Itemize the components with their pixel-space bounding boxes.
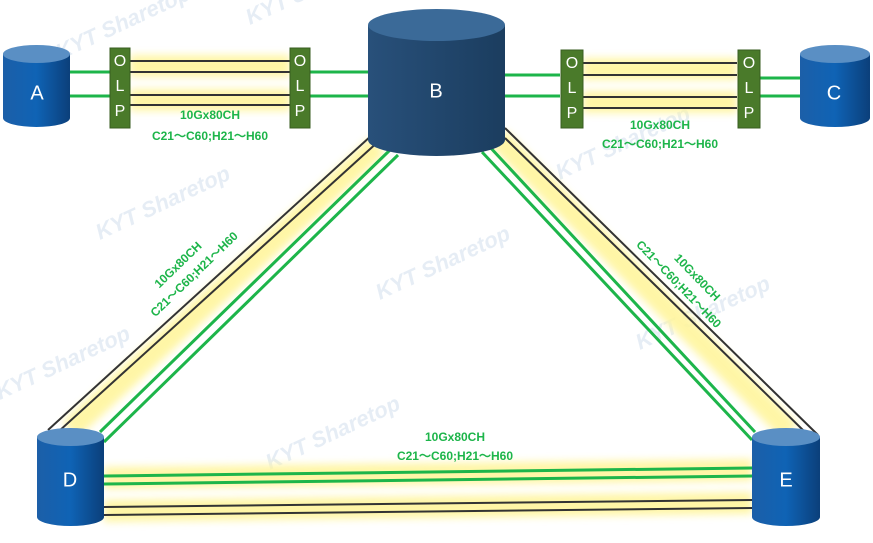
- watermark: KYT Sharetop: [242, 0, 384, 30]
- watermark: KYT Sharetop: [372, 220, 514, 304]
- watermark: KYT Sharetop: [92, 160, 234, 244]
- label-a-b: 10Gx80CH C21～C60;H21～H60: [152, 108, 268, 143]
- node-b: B: [368, 9, 505, 156]
- olp-b-side-left: O L P: [289, 47, 311, 129]
- trunk-fibers: [47, 60, 819, 516]
- node-e: E: [752, 428, 820, 526]
- olp-letter: O: [566, 55, 578, 72]
- node-label: D: [63, 469, 77, 491]
- olp-letter: O: [294, 53, 306, 70]
- link-channels-label: C21～C60;H21～H60: [152, 129, 268, 143]
- olp-letter: O: [114, 53, 126, 70]
- node-label: B: [429, 80, 442, 102]
- node-label: E: [779, 469, 792, 491]
- link-channels-label: C21～C60;H21～H60: [602, 137, 718, 151]
- link-rate-label: 10Gx80CH: [630, 118, 690, 132]
- olp-letter: L: [745, 80, 754, 97]
- olp-letter: P: [567, 105, 578, 122]
- olp-letter: P: [295, 103, 306, 120]
- link-channels-label: C21～C60;H21～H60: [397, 449, 513, 463]
- olp-a-side: O L P: [109, 47, 131, 129]
- olp-letter: P: [115, 103, 126, 120]
- node-label: A: [30, 82, 44, 104]
- olp-letter: P: [744, 105, 755, 122]
- olp-b-side-right: O L P: [560, 49, 584, 129]
- node-a: A: [3, 45, 70, 127]
- link-rate-label: 10Gx80CH: [180, 108, 240, 122]
- olp-letter: L: [296, 78, 305, 95]
- label-b-c: 10Gx80CH C21～C60;H21～H60: [602, 118, 718, 151]
- link-rate-label: 10Gx80CH: [425, 430, 485, 444]
- olp-letter: L: [568, 80, 577, 97]
- olp-letter: O: [743, 55, 755, 72]
- label-d-e: 10Gx80CH C21～C60;H21～H60: [397, 430, 513, 463]
- olp-c-side: O L P: [737, 49, 761, 129]
- fiber-glow: [62, 55, 798, 522]
- olp-letter: L: [116, 78, 125, 95]
- node-label: C: [827, 82, 841, 104]
- node-d: D: [37, 428, 104, 526]
- node-c: C: [800, 45, 870, 127]
- access-fibers: [70, 70, 800, 98]
- watermark: KYT Sharetop: [262, 390, 404, 474]
